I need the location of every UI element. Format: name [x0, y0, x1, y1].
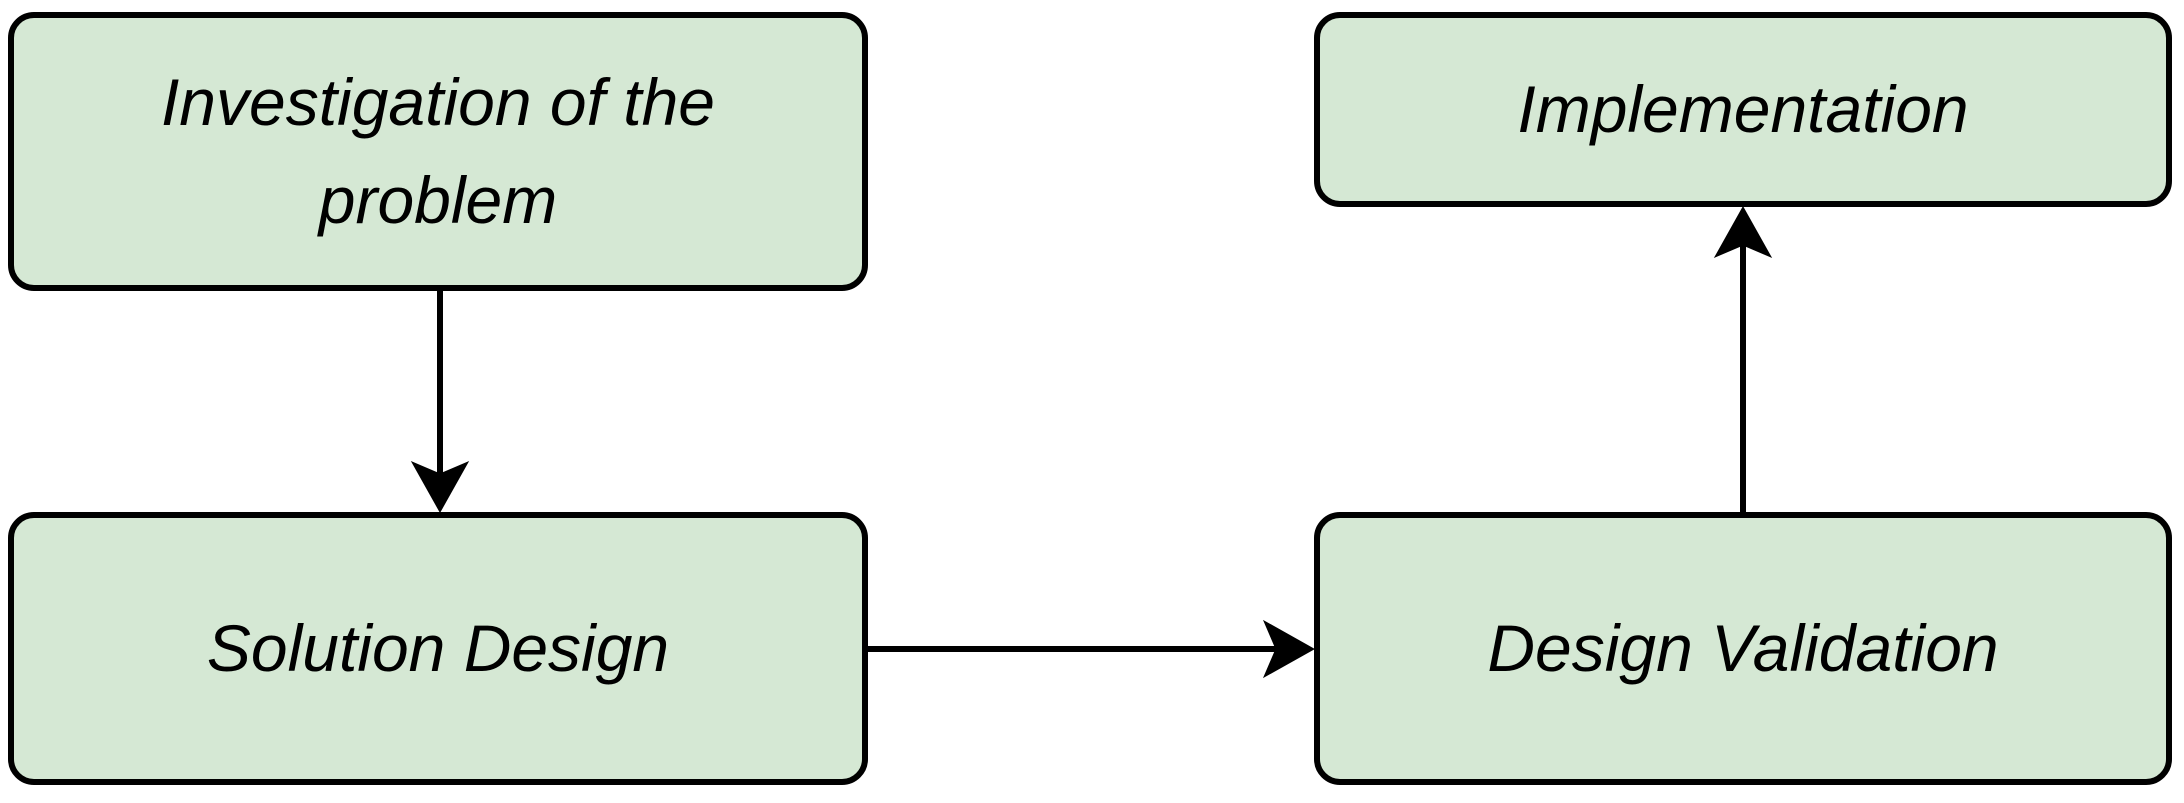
- node-design-validation[interactable]: Design Validation: [1314, 512, 2172, 785]
- arrowhead-down-icon: [410, 460, 470, 514]
- arrowhead-right-icon: [1262, 619, 1316, 679]
- node-solution-design[interactable]: Solution Design: [8, 512, 868, 785]
- arrowhead-up-icon: [1713, 205, 1773, 259]
- edge-solution-design-to-design-validation: [868, 619, 1316, 679]
- node-implementation-label: Implementation: [1517, 71, 1969, 146]
- node-investigation[interactable]: Investigation of the problem: [8, 12, 868, 291]
- node-solution-design-label: Solution Design: [206, 610, 670, 685]
- node-design-validation-label: Design Validation: [1487, 610, 1999, 685]
- edge-design-validation-to-implementation: [1713, 205, 1773, 512]
- node-implementation[interactable]: Implementation: [1314, 12, 2172, 207]
- edge-investigation-to-solution-design: [410, 291, 470, 514]
- node-investigation-label: Investigation of the problem: [160, 64, 716, 237]
